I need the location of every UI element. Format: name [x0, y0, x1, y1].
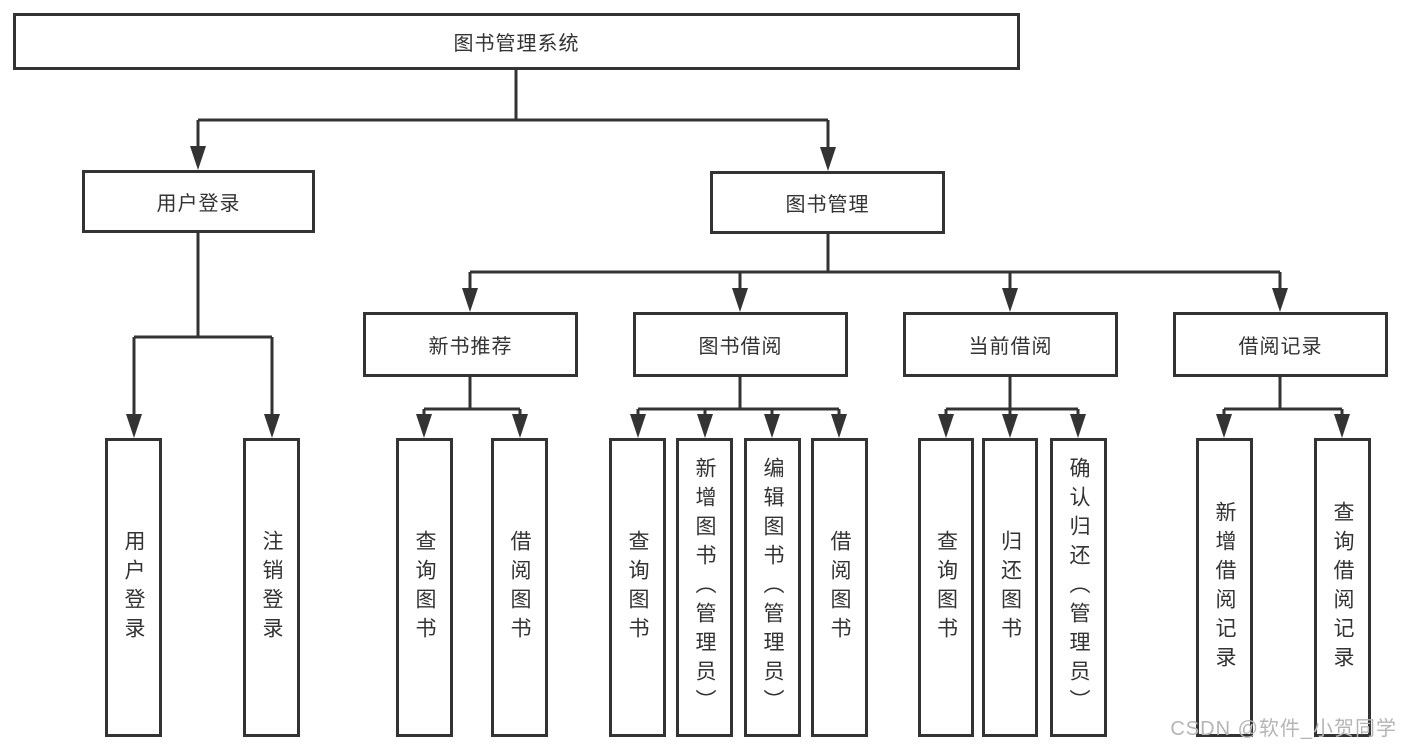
node-book-management: 图书管理 [710, 171, 945, 234]
leaf-confirm-return-admin: 确认归还（管理员） [1050, 438, 1107, 737]
leaf-user-login: 用户登录 [105, 438, 162, 737]
leaf-edit-book-admin: 编辑图书（管理员） [744, 438, 801, 737]
leaf-return-book: 归还图书 [982, 438, 1038, 737]
leaf-add-borrow-record: 新增借阅记录 [1196, 438, 1253, 737]
leaf-add-book-admin: 新增图书（管理员） [676, 438, 733, 737]
node-new-book-recommend: 新书推荐 [363, 312, 578, 377]
leaf-query-book-2: 查询图书 [609, 438, 666, 737]
node-book-borrow: 图书借阅 [633, 312, 848, 377]
leaf-query-book-3: 查询图书 [918, 438, 974, 737]
leaf-borrow-book-1: 借阅图书 [491, 438, 548, 737]
node-current-borrow: 当前借阅 [903, 312, 1118, 377]
leaf-borrow-book-2: 借阅图书 [811, 438, 868, 737]
node-root: 图书管理系统 [13, 13, 1020, 70]
leaf-logout: 注销登录 [243, 438, 300, 737]
leaf-query-book-1: 查询图书 [396, 438, 453, 737]
node-user-login: 用户登录 [82, 170, 315, 233]
csdn-watermark: CSDN @软件_小贺同学 [1170, 718, 1397, 740]
leaf-query-borrow-record: 查询借阅记录 [1314, 438, 1371, 737]
node-borrow-record: 借阅记录 [1173, 312, 1388, 377]
